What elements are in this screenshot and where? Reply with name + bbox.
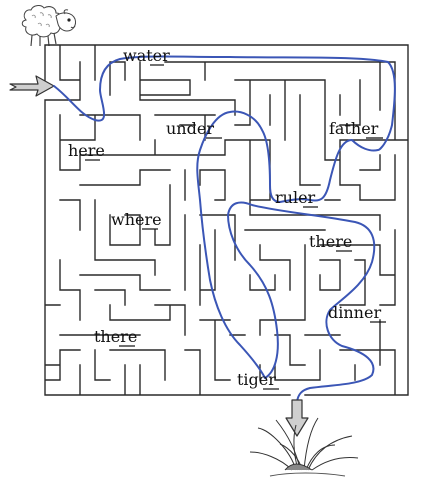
word-under-text: under [166,119,214,138]
word-where: where [111,210,162,230]
word-under: under [166,119,222,139]
word-here-text: here [68,141,105,160]
exit-arrow-icon [285,399,309,437]
word-dinner-text: dinner [328,303,381,322]
word-tiger-text: tiger [237,370,276,389]
entrance-arrow-icon [9,75,55,97]
word-there-left: there [94,327,137,347]
word-tiger: tiger [237,370,279,390]
word-there-right-text: there [309,232,352,251]
word-father-text: father [329,119,379,138]
word-here: here [68,141,105,161]
word-dinner: dinner [328,303,386,323]
maze-walls [44,44,409,396]
maze-words: water under father here ruler where ther… [68,46,386,390]
word-ruler: ruler [275,188,318,208]
word-water-text: water [123,46,170,65]
word-water: water [123,46,170,66]
word-there-right: there [309,232,352,252]
word-there-left-text: there [94,327,137,346]
word-father: father [329,119,383,139]
solution-path [53,55,396,403]
sheep-icon [21,5,76,47]
grass-icon [249,417,359,477]
word-ruler-text: ruler [275,188,316,207]
word-where-text: where [111,210,162,229]
